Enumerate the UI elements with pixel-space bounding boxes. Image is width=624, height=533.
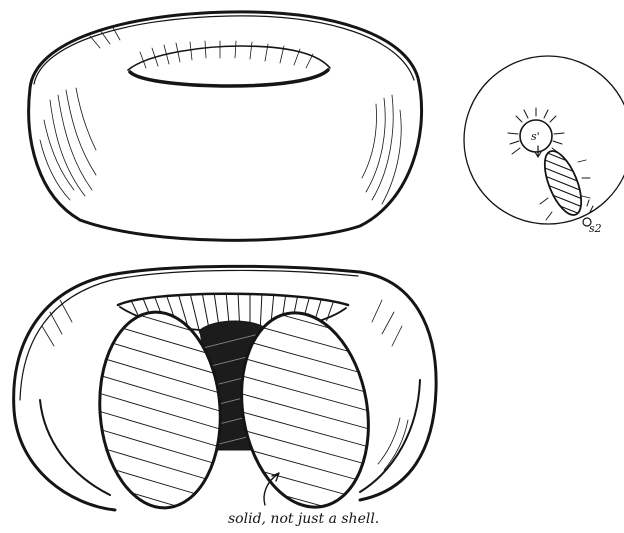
torus-whole — [29, 12, 422, 240]
label-s2: s2 — [589, 222, 602, 235]
annotation-text: solid, not just a shell. — [228, 511, 379, 527]
torus-cutaway: solid, not just a shell. — [14, 266, 436, 527]
s2-tick — [587, 200, 593, 212]
torus-shading — [40, 26, 401, 204]
outer-circle — [464, 56, 624, 224]
torus-outline-overstroke — [34, 16, 414, 84]
circle-with-points: s' s2 — [464, 56, 624, 235]
label-s1: s' — [531, 130, 540, 143]
torus-hole-rim — [130, 70, 328, 86]
cutaway-hole-rim — [118, 294, 348, 305]
